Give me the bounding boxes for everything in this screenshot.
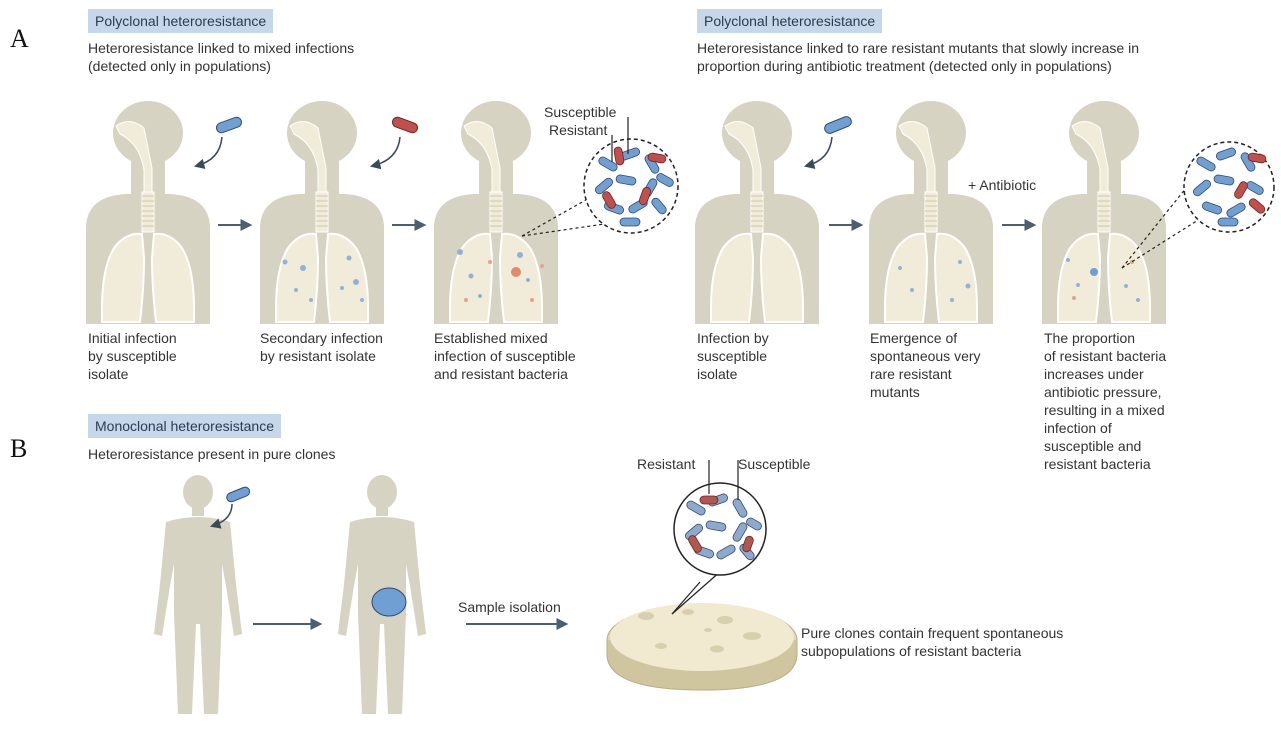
caption-line: resistant bacteria (1044, 455, 1224, 473)
label-susceptible-a: Susceptible (544, 104, 616, 120)
caption-line: The proportion (1044, 329, 1224, 347)
caption-line: mutants (870, 383, 1030, 401)
caption-line: rare resistant (870, 365, 1030, 383)
caption-line: isolate (697, 365, 847, 383)
caption-line: Secondary infection (260, 329, 430, 347)
caption-line: by susceptible (88, 347, 248, 365)
caption-line: Established mixed (434, 329, 634, 347)
caption-line: resulting in a mixed (1044, 401, 1224, 419)
caption-line: Pure clones contain frequent spontaneous (801, 624, 1131, 642)
label-susceptible-b: Susceptible (738, 456, 810, 472)
caption-emergence-mutants: Emergence of spontaneous very rare resis… (870, 329, 1030, 401)
caption-secondary-infection: Secondary infection by resistant isolate (260, 329, 430, 365)
caption-proportion-increases: The proportion of resistant bacteria inc… (1044, 329, 1224, 473)
caption-line: antibiotic pressure, (1044, 383, 1224, 401)
caption-line: and resistant bacteria (434, 365, 634, 383)
label-sample-isolation: Sample isolation (458, 599, 561, 615)
caption-line: by resistant isolate (260, 347, 430, 365)
caption-line: susceptible and (1044, 437, 1224, 455)
caption-line: isolate (88, 365, 248, 383)
label-antibiotic: + Antibiotic (968, 177, 1036, 193)
label-resistant-b: Resistant (637, 456, 695, 472)
caption-line: of resistant bacteria (1044, 347, 1224, 365)
caption-initial-infection: Initial infection by susceptible isolate (88, 329, 248, 383)
description-monoclonal: Heteroresistance present in pure clones (88, 445, 335, 463)
badge-monoclonal: Monoclonal heteroresistance (88, 414, 281, 438)
caption-line: infection of susceptible (434, 347, 634, 365)
caption-line: subpopulations of resistant bacteria (801, 642, 1131, 660)
caption-line: Initial infection (88, 329, 248, 347)
caption-line: spontaneous very (870, 347, 1030, 365)
caption-line: Infection by (697, 329, 847, 347)
caption-pure-clones: Pure clones contain frequent spontaneous… (801, 624, 1131, 660)
caption-line: infection of (1044, 419, 1224, 437)
caption-infection-susceptible: Infection by susceptible isolate (697, 329, 847, 383)
caption-line: Emergence of (870, 329, 1030, 347)
caption-line: increases under (1044, 365, 1224, 383)
caption-established-mixed: Established mixed infection of susceptib… (434, 329, 634, 383)
caption-line: susceptible (697, 347, 847, 365)
label-resistant-a: Resistant (549, 122, 607, 138)
